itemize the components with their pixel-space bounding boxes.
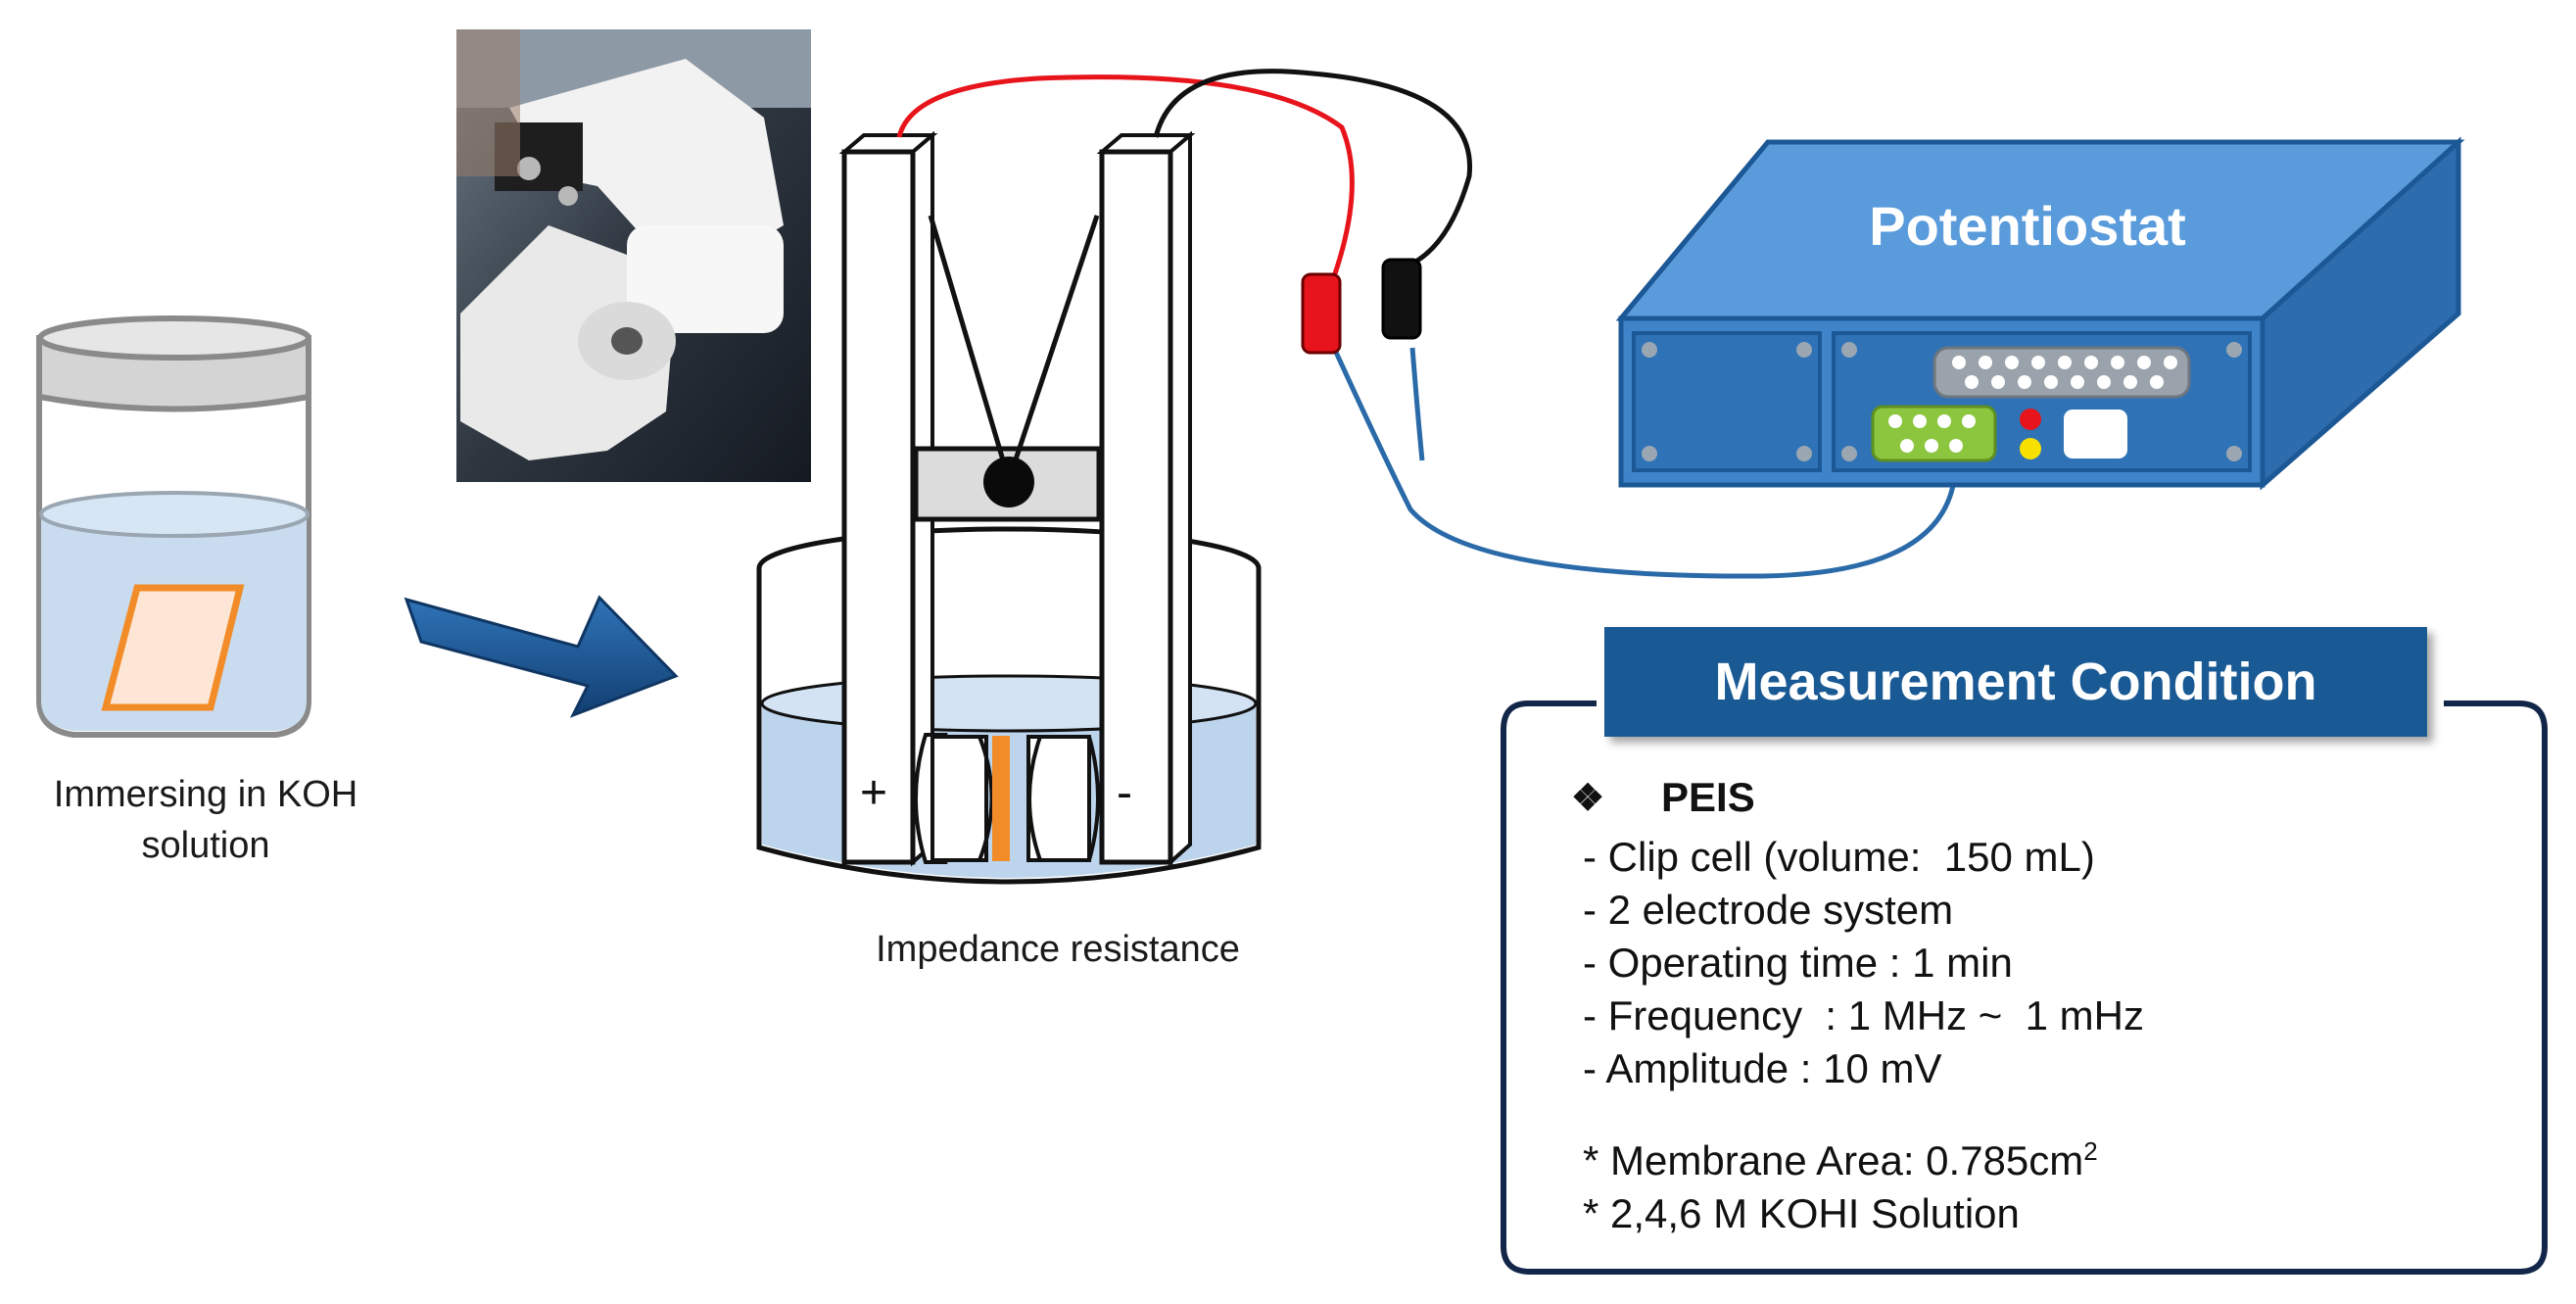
red-connector (1301, 272, 1342, 355)
lead-wires (896, 69, 1957, 579)
condition-item: - Amplitude : 10 mV (1583, 1045, 1942, 1091)
condition-title: Measurement Condition (1604, 627, 2427, 737)
condition-item: - 2 electrode system (1583, 887, 1954, 933)
beaker-caption: Immersing in KOH solution (53, 774, 358, 866)
yellow-led-icon (2020, 438, 2041, 459)
right-arrow-icon (404, 595, 679, 718)
method-heading: ❖ PEIS (1567, 774, 2527, 821)
minus-sign: - (1117, 767, 1132, 819)
condition-body: ❖ PEIS - Clip cell (volume: 150 mL) - 2 … (1567, 774, 2527, 1240)
condition-item: - Clip cell (volume: 150 mL) (1583, 834, 2095, 880)
membrane-area-note: * Membrane Area: 0.785cm2 (1567, 1125, 2527, 1187)
solution-note: * 2,4,6 M KOHI Solution (1583, 1190, 2020, 1236)
potentiostat-label: Potentiostat (1869, 195, 2186, 257)
clip-cell-diagram (756, 130, 1262, 885)
method-name: PEIS (1661, 774, 1755, 820)
beaker-icon (36, 315, 311, 738)
plus-sign: + (860, 767, 888, 819)
membrane-area-text: * Membrane Area: 0.785cm (1583, 1137, 2084, 1183)
condition-item: - Frequency : 1 MHz ~ 1 mHz (1583, 992, 2144, 1038)
membrane-area-superscript: 2 (2083, 1136, 2098, 1166)
diamond-bullet-icon: ❖ (1571, 777, 1605, 819)
condition-box-frame (1501, 700, 2548, 1275)
black-connector (1381, 258, 1422, 340)
membrane-sample (101, 584, 245, 711)
condition-item: - Operating time : 1 min (1583, 940, 2013, 986)
potentiostat-device (1615, 136, 2465, 491)
cell-caption: Impedance resistance (876, 929, 1240, 970)
red-led-icon (2020, 409, 2041, 430)
condition-notes: * Membrane Area: 0.785cm2 * 2,4,6 M KOHI… (1567, 1125, 2527, 1240)
clip-cell-photo (456, 29, 811, 482)
